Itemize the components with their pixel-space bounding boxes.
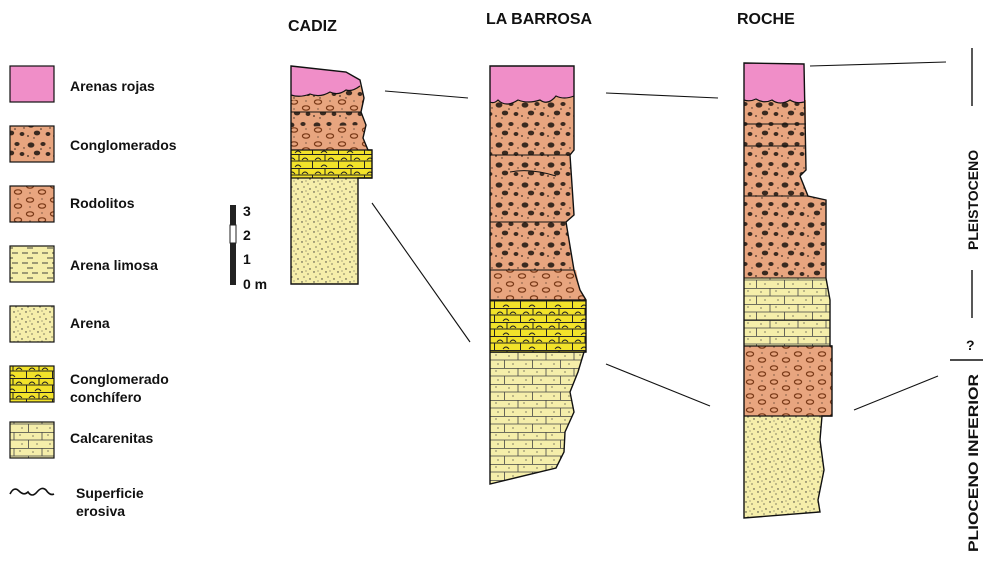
column-roche (744, 63, 832, 518)
correlation-line (606, 93, 718, 98)
layer-calcarenitas (291, 150, 372, 178)
scale-bar: 3 2 1 0 m (230, 203, 267, 292)
scale-bar-segment (230, 225, 236, 243)
legend-item-arena-limosa: Arena limosa (10, 246, 158, 282)
legend-label: Conglomerados (70, 137, 177, 153)
legend-label-line: conchífero (70, 389, 142, 405)
legend-label-line: Superficie (76, 485, 144, 501)
legend-label: Arenas rojas (70, 78, 155, 94)
column-title-la-barrosa: LA BARROSA (486, 11, 593, 28)
layer-calcarenitas (744, 278, 830, 346)
scale-bar-segment (230, 243, 236, 285)
layer-arenas-rojas (744, 63, 804, 103)
legend: Arenas rojas Conglomerados Rodolitos Are… (10, 66, 177, 519)
column-title-roche: ROCHE (737, 11, 795, 28)
scale-tick-label: 3 (243, 203, 251, 219)
correlation-line (385, 91, 468, 98)
legend-label-line: Conglomerado (70, 371, 169, 387)
scale-bar-segment (230, 205, 236, 225)
legend-item-rodolitos: Rodolitos (10, 186, 135, 222)
arena-limosa-swatch (10, 246, 54, 282)
legend-label: Calcarenitas (70, 430, 153, 446)
layer-conglomerados (744, 100, 826, 278)
legend-item-conglomerado-conchifero: Conglomerado conchífero (10, 366, 173, 405)
erosion-line-icon (10, 488, 54, 495)
layer-conglomerado-conchifero (490, 300, 586, 352)
layer-rodolitos (744, 346, 832, 416)
legend-item-conglomerados: Conglomerados (10, 126, 177, 162)
legend-item-arenas-rojas: Arenas rojas (10, 66, 155, 102)
layer-conglomerados (490, 88, 574, 270)
legend-label: Superficie erosiva (76, 485, 148, 519)
layer-arena (744, 416, 824, 518)
legend-label: Arena (70, 315, 110, 331)
scale-tick-label: 1 (243, 251, 251, 267)
column-la-barrosa (490, 66, 586, 484)
arenas-rojas-swatch (10, 66, 54, 102)
layer-rodolitos (490, 270, 586, 300)
legend-item-superficie-erosiva: Superficie erosiva (10, 485, 148, 519)
legend-item-calcarenitas: Calcarenitas (10, 422, 153, 458)
layer-conglomerados (291, 112, 366, 127)
calcarenitas-swatch (10, 422, 54, 458)
legend-item-arena: Arena (10, 306, 110, 342)
layer-calcarenitas (490, 352, 584, 484)
conglomerado-conchifero-swatch (10, 366, 54, 402)
correlation-line (854, 376, 938, 410)
layer-arena (291, 178, 358, 284)
rodolitos-swatch (10, 186, 54, 222)
correlation-line (810, 62, 946, 66)
period-bar: PLEISTOCENO ? PLIOCENO INFERIOR (950, 48, 983, 552)
column-cadiz (291, 66, 372, 284)
legend-label: Rodolitos (70, 195, 135, 211)
arena-swatch (10, 306, 54, 342)
correlation-lines (372, 62, 946, 410)
scale-tick-label: 0 m (243, 276, 267, 292)
legend-label-line: erosiva (76, 503, 125, 519)
conglomerados-swatch (10, 126, 54, 162)
scale-tick-label: 2 (243, 227, 251, 243)
period-label-plioceno-inferior: PLIOCENO INFERIOR (965, 374, 981, 552)
legend-label: Arena limosa (70, 257, 158, 273)
column-title-cadiz: CADIZ (288, 18, 337, 35)
period-label-uncertain: ? (966, 337, 975, 353)
period-label-pleistoceno: PLEISTOCENO (965, 150, 981, 250)
legend-label: Conglomerado conchífero (70, 371, 173, 405)
correlation-line (606, 364, 710, 406)
correlation-line (372, 203, 470, 342)
